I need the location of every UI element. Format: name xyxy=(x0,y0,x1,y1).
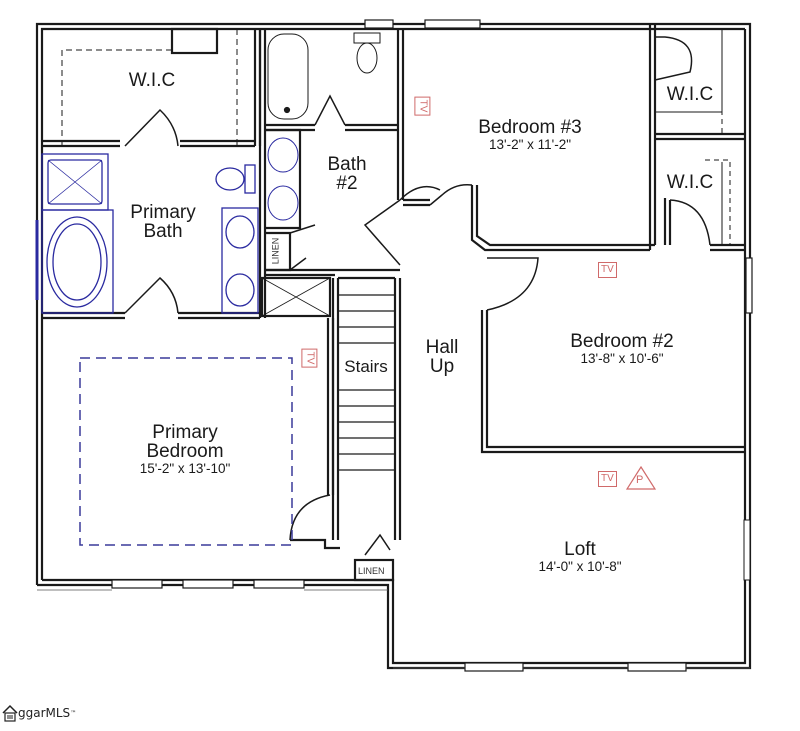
primary-bedroom-dims: 15'-2" x 13'-10" xyxy=(139,461,231,476)
pendant-light-icon: P xyxy=(625,465,657,490)
tv-outlet-bedroom3-icon: TV xyxy=(414,96,431,116)
room-label-stairs: Stairs xyxy=(343,357,389,376)
bedroom2-dims: 13'-8" x 10'-6" xyxy=(580,351,664,366)
room-label-bedroom2: Bedroom #2 13'-8" x 10'-6" xyxy=(570,332,674,366)
linen-label-bath: LINEN xyxy=(270,237,281,265)
primary-bath-line1: Primary xyxy=(130,202,196,223)
room-label-wic-bedroom3: W.I.C xyxy=(666,84,714,105)
tv-outlet-loft-icon: TV xyxy=(598,471,617,487)
room-label-wic-bedroom2: W.I.C xyxy=(666,172,714,193)
primary-bedroom-line1: Primary xyxy=(152,422,218,443)
primary-bath-line2: Bath xyxy=(143,221,183,242)
tv-outlet-bedroom2-icon: TV xyxy=(598,262,617,278)
bath2-line2: #2 xyxy=(336,173,358,194)
room-label-loft: Loft 14'-0" x 10'-8" xyxy=(538,540,621,574)
tv-outlet-primary-bedroom-icon: TV xyxy=(301,348,318,368)
bedroom3-name: Bedroom #3 xyxy=(478,117,582,138)
hall-line1: Hall xyxy=(425,337,459,358)
loft-dims: 14'-0" x 10'-8" xyxy=(538,559,622,574)
mls-brand: ggarMLS xyxy=(18,706,71,720)
pendant-label: P xyxy=(636,474,644,486)
house-logo-icon xyxy=(2,704,18,722)
bath2-line1: Bath xyxy=(327,154,367,175)
room-label-bath2: Bath #2 xyxy=(327,155,366,193)
bedroom3-dims: 13'-2" x 11'-2" xyxy=(488,137,572,152)
room-label-primary-bedroom: Primary Bedroom 15'-2" x 13'-10" xyxy=(140,423,231,476)
bedroom2-name: Bedroom #2 xyxy=(570,331,674,352)
room-label-bedroom3: Bedroom #3 13'-2" x 11'-2" xyxy=(478,118,582,152)
loft-name: Loft xyxy=(564,539,596,560)
linen-label-hall: LINEN xyxy=(358,566,385,576)
hall-line2: Up xyxy=(429,356,455,377)
room-label-wic-primary: W.I.C xyxy=(128,70,176,91)
primary-bedroom-line2: Bedroom xyxy=(146,441,224,462)
mls-tm: ™ xyxy=(70,709,77,717)
room-label-hall: Hall Up xyxy=(426,338,459,376)
room-label-primary-bath: Primary Bath xyxy=(130,203,195,241)
